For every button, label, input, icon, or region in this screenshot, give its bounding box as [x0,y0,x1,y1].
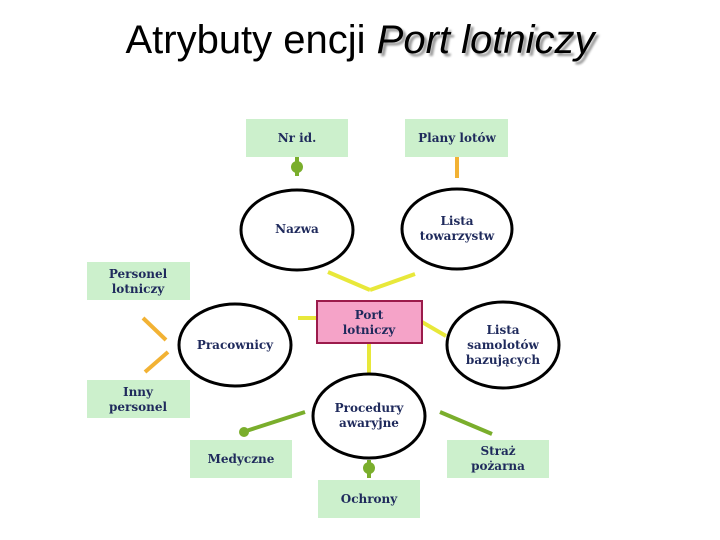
attribute-boxes [87,119,549,518]
box-inny-personel [87,380,190,418]
ellipse-lista-samolotow [445,300,561,390]
connector-medyczne [242,410,306,434]
ellipse-pracownicy [177,302,293,388]
slide-title: Atrybuty encji Port lotniczy [0,18,720,63]
title-main-text: Atrybuty encji [125,18,377,62]
label-nr-id: Nr id. [278,131,317,145]
title-emphasis-text: Port lotniczy [376,18,595,62]
label-pracownicy: Pracownicy [197,338,274,352]
connector-inny-personel [143,350,170,374]
box-port-lotniczy [316,300,423,344]
connector-dot-ochrony [363,462,375,474]
box-personel-lotniczy [87,262,190,300]
label-nazwa: Nazwa [275,222,319,236]
label-medyczne: Medyczne [208,452,275,466]
ellipse-procedury-awaryjne [311,372,427,460]
box-medyczne [190,440,292,478]
label-plany-lotow: Plany lotów [418,131,496,145]
connectors [141,157,493,478]
connector-center-lista-towarzystw [369,272,416,292]
label-ochrony: Ochrony [341,492,399,506]
connector-center-nazwa [327,270,371,292]
attribute-ellipses [177,187,561,460]
connector-personel-lotniczy [141,316,168,342]
ellipse-nazwa [239,188,355,272]
box-plany-lotow [405,119,508,157]
connector-dot-medyczne [239,427,249,437]
box-straz-pozarna [447,440,549,478]
connector-center-lista-samolotow [420,320,448,338]
box-ochrony [318,480,420,518]
box-nr-id [246,119,348,157]
ellipse-lista-towarzystw [400,187,514,271]
connector-dot-nr-id [291,161,303,173]
connector-straz-pozarna [439,410,493,436]
